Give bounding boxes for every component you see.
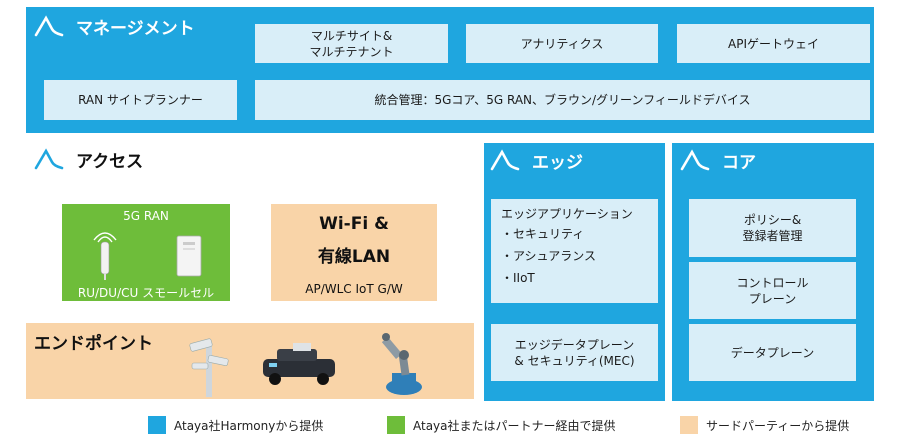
radio-unit-icon [93,232,117,280]
legend-green-label: Ataya社またはパートナー経由で提供 [413,419,616,433]
unified-management-box: 統合管理：5Gコア、5G RAN、ブラウン/グリーンフィールドデバイス [255,80,870,120]
edge-applications-list: ・セキュリティ ・アシュアランス ・IIoT [501,223,648,289]
edge-header: エッジ [490,147,583,173]
management-title: マネージメント [76,18,195,39]
list-item: ・IIoT [501,271,535,285]
core-title: コア [722,152,756,173]
management-header: マネージメント [34,12,195,40]
plane-label: プレーン [748,291,797,306]
list-item: ・アシュアランス [501,249,597,263]
agv-robot-icon [263,343,335,385]
edge-applications-title: エッジアプリケーション [501,207,633,221]
control-plane-box: コントロール プレーン [689,262,856,319]
edge-data-plane-box: エッジデータプレーン & セキュリティ(MEC) [491,324,658,381]
access-title: アクセス [76,151,144,172]
policy-subscriber-box: ポリシー& 登録者管理 [689,199,856,257]
ataya-logo-icon [34,148,64,170]
control-label: コントロール [736,275,809,290]
ataya-logo-icon [680,149,710,171]
analytics-box: アナリティクス [466,24,658,63]
core-header: コア [680,147,756,173]
camera-pole-icon [189,338,229,397]
wifi-title-line2: 有線LAN [317,247,391,267]
data-plane-box: データプレーン [689,324,856,381]
unified-management-label: 統合管理：5Gコア、5G RAN、ブラウン/グリーンフィールドデバイス [374,93,751,107]
wifi-lan-box: Wi-Fi & 有線LAN AP/WLC IoT G/W [271,204,437,301]
ran-site-planner-label: RAN サイトプランナー [78,93,203,107]
policy-label: ポリシー& [743,213,802,227]
wifi-title-line1: Wi-Fi & [319,214,389,234]
multisite-box: マルチサイト& マルチテナント [255,24,448,63]
list-item: ・セキュリティ [501,227,585,241]
api-gateway-box: APIゲートウェイ [677,24,870,63]
legend-blue-label: Ataya社Harmonyから提供 [174,419,324,433]
api-gateway-label: APIゲートウェイ [728,36,819,51]
5g-ran-caption: RU/DU/CU スモールセル [77,286,215,300]
wifi-caption: AP/WLC IoT G/W [305,282,403,296]
multisite-label: マルチサイト& [310,28,393,43]
ataya-logo-icon [490,149,520,171]
legend-peach-swatch [680,416,698,434]
small-cell-icon [176,235,202,277]
edge-applications-box: エッジアプリケーション ・セキュリティ ・アシュアランス ・IIoT [491,199,658,303]
data-plane-label: データプレーン [730,345,815,360]
5g-ran-box: 5G RAN RU/DU/CU スモールセル [62,204,230,301]
ataya-logo-icon [34,15,64,37]
legend-peach-label: サードパーティーから提供 [706,419,850,433]
access-header: アクセス [34,146,143,172]
5g-ran-title: 5G RAN [123,209,169,223]
edge-title: エッジ [532,152,583,173]
edge-data-plane-label: エッジデータプレーン [514,337,635,352]
multitenant-label: マルチテナント [309,44,394,59]
edge-security-mec-label: & セキュリティ(MEC) [514,353,635,368]
robot-arm-icon [381,333,422,395]
subscriber-management-label: 登録者管理 [742,229,803,243]
endpoint-section: エンドポイント [26,323,474,399]
analytics-label: アナリティクス [520,36,604,51]
ran-site-planner-box: RAN サイトプランナー [44,80,237,120]
endpoint-title: エンドポイント [34,334,153,354]
legend-blue-swatch [148,416,166,434]
legend-green-swatch [387,416,405,434]
